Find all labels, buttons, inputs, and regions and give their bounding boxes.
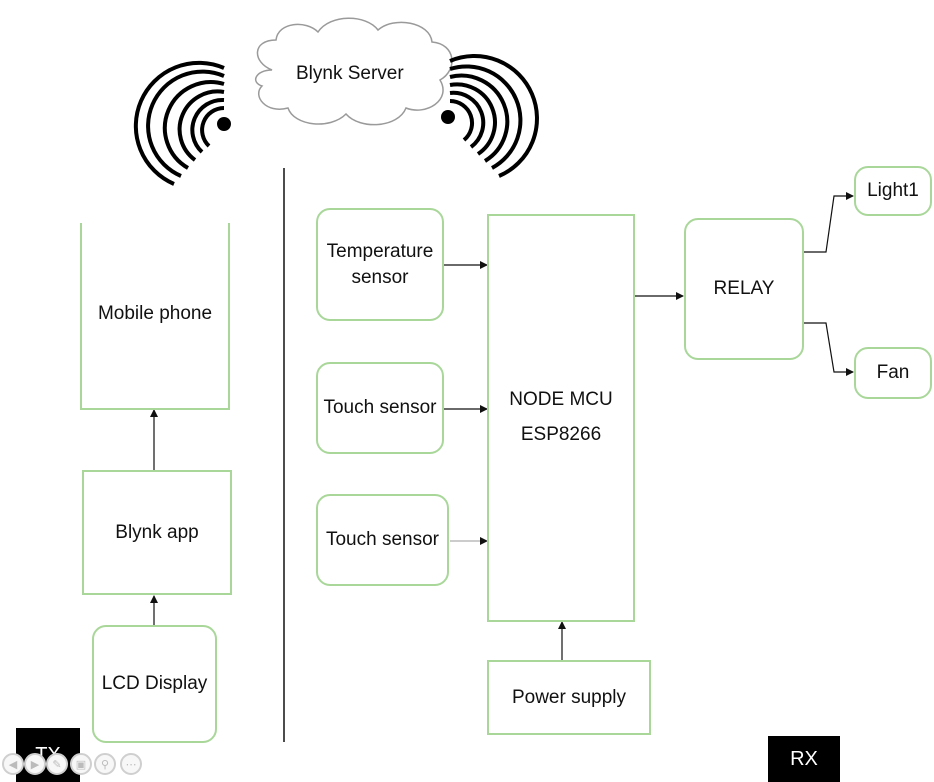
arrow-relay-to-fan (803, 322, 854, 376)
rx-label: RX (790, 747, 818, 770)
lcd-display-box: LCD Display (92, 625, 217, 743)
tx-tag: TX (16, 728, 80, 782)
esp8266-label: ESP8266 (520, 424, 602, 446)
temperature-sensor-box: Temperature sensor (316, 208, 444, 321)
fan-box: Fan (854, 347, 932, 399)
power-supply-label: Power supply (511, 686, 627, 708)
previous-slide-icon[interactable]: ◀ (2, 753, 24, 775)
arrow-relay-to-light (803, 192, 854, 253)
mobile-phone-label: Mobile phone (97, 303, 213, 324)
blynk-app-box: Blynk app (82, 470, 232, 595)
slides-icon[interactable]: ▣ (70, 753, 92, 775)
next-slide-icon[interactable]: ▶ (24, 753, 46, 775)
blynk-app-label: Blynk app (115, 521, 199, 543)
touch-sensor-label-2: Touch sensor (325, 529, 439, 551)
wifi-signal-icon-left (133, 60, 231, 186)
pen-icon[interactable]: ✎ (46, 753, 68, 775)
wifi-signal-icon-right (441, 54, 539, 178)
temperature-sensor-line2: sensor (351, 266, 409, 288)
cloud-shape (254, 17, 453, 126)
mobile-phone-box: Mobile phone (80, 223, 230, 410)
light-box: Light1 (854, 166, 932, 216)
more-options-icon[interactable]: ⋯ (120, 753, 142, 775)
touch-sensor-label-1: Touch sensor (323, 397, 437, 419)
rx-tag: RX (768, 736, 840, 782)
touch-sensor-box-1: Touch sensor (316, 362, 444, 454)
relay-label: RELAY (713, 278, 775, 300)
zoom-icon[interactable]: ⚲ (94, 753, 116, 775)
cloud-label: Blynk Server (296, 63, 404, 84)
relay-box: RELAY (684, 218, 804, 360)
fan-label: Fan (876, 362, 910, 384)
node-mcu-text: NODE MCU ESP8266 (489, 382, 633, 452)
power-supply-box: Power supply (487, 660, 651, 735)
temperature-sensor-label: Temperature sensor (327, 239, 434, 290)
temperature-sensor-line1: Temperature (326, 240, 434, 262)
touch-sensor-box-2: Touch sensor (316, 494, 449, 586)
lcd-display-label: LCD Display (101, 673, 208, 695)
node-mcu-label: NODE MCU (509, 389, 613, 410)
light-label: Light1 (867, 180, 919, 202)
node-mcu-box: NODE MCU ESP8266 (487, 214, 635, 622)
